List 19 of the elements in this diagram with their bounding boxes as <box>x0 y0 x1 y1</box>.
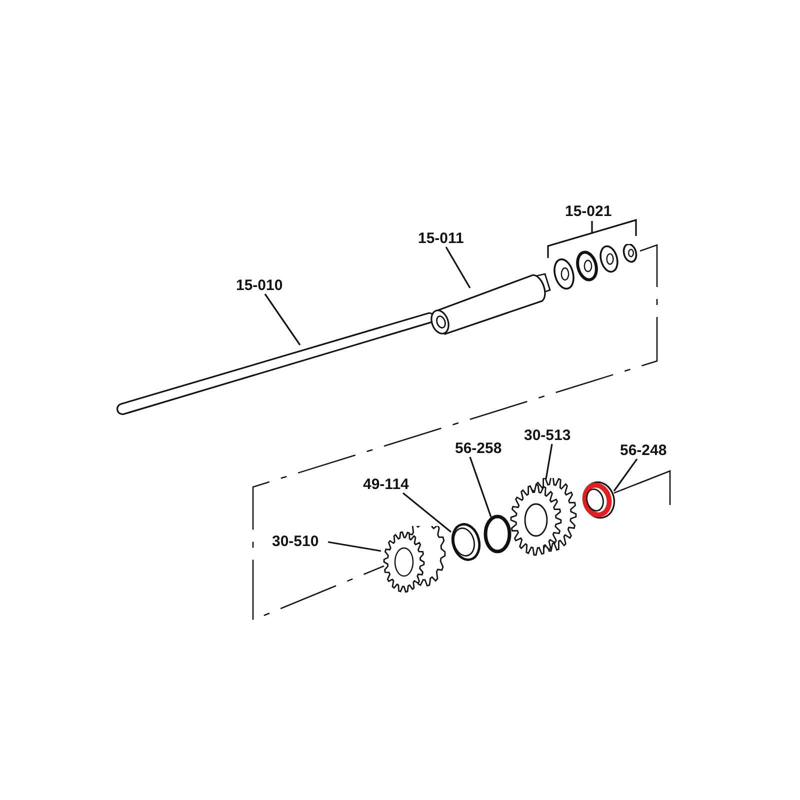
leader-line <box>469 456 492 518</box>
part-number: 49-114 <box>363 476 409 493</box>
leader-line <box>545 444 553 480</box>
leader-line <box>547 221 593 258</box>
part-number: 15-011 <box>418 230 464 247</box>
part-number: 30-510 <box>272 533 319 550</box>
leader-line <box>328 541 382 552</box>
leader-line <box>445 246 471 288</box>
ring-drawing <box>449 520 482 564</box>
part-number: 56-248 <box>620 442 667 459</box>
ring <box>483 514 512 554</box>
part-number: 56-258 <box>455 440 502 457</box>
leader-line <box>402 492 452 533</box>
gear-drawing <box>510 478 578 558</box>
part-number: 30-513 <box>524 427 571 444</box>
part-number: 15-021 <box>565 203 612 220</box>
leader-line <box>613 458 638 492</box>
leader-line <box>264 294 301 346</box>
part-number: 15-010 <box>236 277 283 294</box>
